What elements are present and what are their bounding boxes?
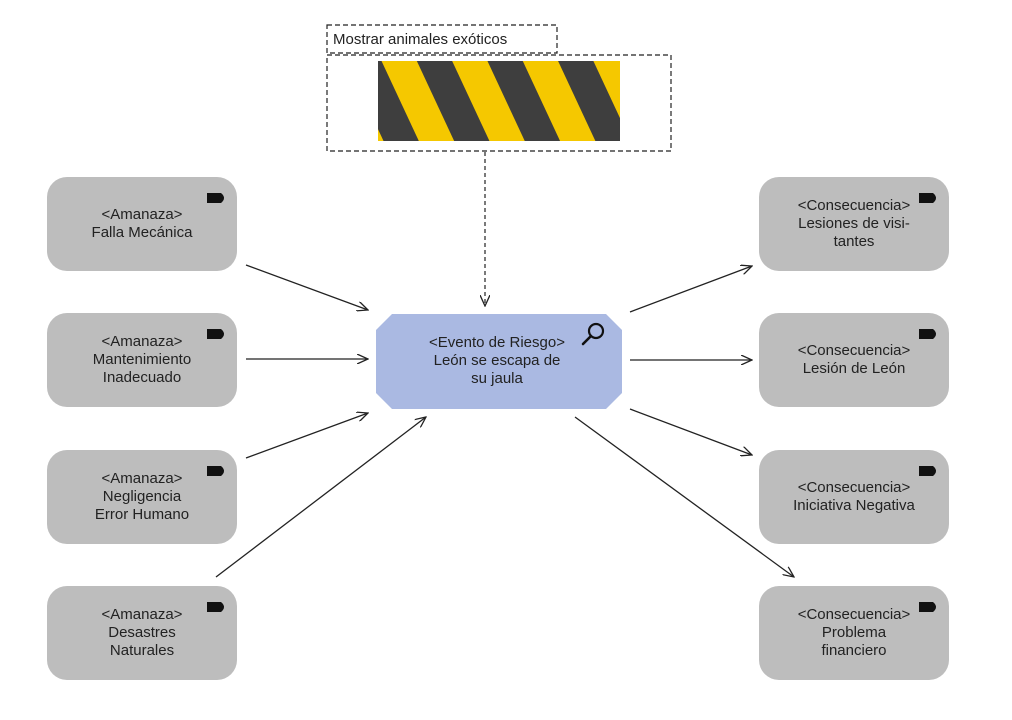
tag-icon bbox=[207, 466, 224, 476]
consequence-label: Iniciativa Negativa bbox=[793, 497, 915, 514]
tag-icon bbox=[919, 329, 936, 339]
threat-type: <Amanaza> bbox=[101, 606, 183, 623]
tag-icon bbox=[207, 193, 224, 203]
consequence-label: tantes bbox=[833, 233, 875, 250]
consequence-node-3[interactable]: <Consecuencia> Iniciativa Negativa bbox=[759, 450, 949, 544]
threat-label: Falla Mecánica bbox=[91, 224, 193, 241]
threat-node-2[interactable]: <Amanaza> Mantenimiento Inadecuado bbox=[47, 313, 237, 407]
threat-type: <Amanaza> bbox=[101, 333, 183, 350]
consequence-edge-3 bbox=[629, 408, 752, 455]
threat-label: Mantenimiento bbox=[92, 351, 192, 368]
tag-icon bbox=[207, 602, 224, 612]
event-type: <Evento de Riesgo> bbox=[429, 334, 565, 351]
consequence-node-4[interactable]: <Consecuencia> Problema financiero bbox=[759, 586, 949, 680]
consequence-label: financiero bbox=[821, 642, 887, 659]
consequence-type: <Consecuencia> bbox=[797, 197, 911, 214]
consequence-type: <Consecuencia> bbox=[797, 342, 911, 359]
consequence-label: Lesión de León bbox=[802, 360, 906, 377]
consequence-label: Problema bbox=[821, 624, 887, 641]
consequence-node-1[interactable]: <Consecuencia> Lesiones de visi- tantes bbox=[759, 177, 949, 271]
threat-node-1[interactable]: <Amanaza> Falla Mecánica bbox=[47, 177, 237, 271]
threat-type: <Amanaza> bbox=[101, 206, 183, 223]
threat-label: Inadecuado bbox=[102, 369, 182, 386]
threat-label: Desastres bbox=[108, 624, 176, 641]
consequence-edge-4 bbox=[574, 416, 794, 577]
event-shape bbox=[376, 314, 622, 409]
consequence-label: Lesiones de visi- bbox=[798, 215, 910, 232]
threat-node-3[interactable]: <Amanaza> Negligencia Error Humano bbox=[47, 450, 237, 544]
goal-frame bbox=[326, 54, 672, 152]
tag-icon bbox=[207, 329, 224, 339]
goal-label-frame bbox=[326, 24, 558, 54]
tag-icon bbox=[919, 193, 936, 203]
risk-event[interactable]: <Evento de Riesgo> León se escapa de su … bbox=[382, 322, 612, 400]
threat-edge-1 bbox=[245, 264, 368, 310]
search-icon[interactable] bbox=[580, 320, 608, 348]
consequence-type: <Consecuencia> bbox=[797, 479, 911, 496]
threat-label: Naturales bbox=[109, 642, 175, 659]
consequence-type: <Consecuencia> bbox=[797, 606, 911, 623]
consequence-node-2[interactable]: <Consecuencia> Lesión de León bbox=[759, 313, 949, 407]
threat-label: Error Humano bbox=[94, 506, 190, 523]
threat-type: <Amanaza> bbox=[101, 470, 183, 487]
hazard-stripes bbox=[378, 61, 620, 141]
event-line-1: León se escapa de bbox=[433, 352, 561, 369]
tag-icon bbox=[919, 602, 936, 612]
goal-label: Mostrar animales exóticos bbox=[333, 30, 508, 48]
threat-label: Negligencia bbox=[102, 488, 182, 505]
threat-node-4[interactable]: <Amanaza> Desastres Naturales bbox=[47, 586, 237, 680]
threat-edge-3 bbox=[245, 413, 368, 459]
event-line-2: su jaula bbox=[471, 370, 523, 387]
threat-edge-4 bbox=[215, 417, 426, 578]
tag-icon bbox=[919, 466, 936, 476]
consequence-edge-1 bbox=[629, 266, 752, 313]
